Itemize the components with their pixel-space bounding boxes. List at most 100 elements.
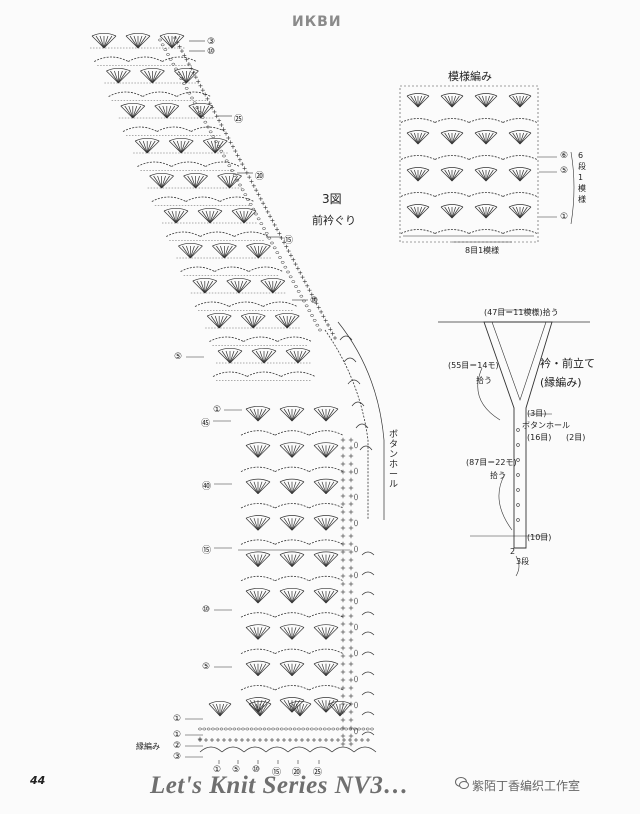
chain-stitch <box>211 727 215 731</box>
shell-motif <box>474 204 498 219</box>
shell-motif <box>440 167 464 182</box>
chain-arc <box>308 685 344 691</box>
collar-bottom-num: 2 <box>510 547 516 556</box>
chain-arc <box>309 746 333 753</box>
chain-stitch <box>292 727 297 731</box>
collar-mid-label-2: 拾う <box>490 471 506 480</box>
shell-motif <box>217 347 243 364</box>
collar-bottom-rows: 3段 <box>516 557 530 566</box>
chain-stitch <box>267 236 272 240</box>
collar-left-label-1: (55目＝14モ) <box>448 361 499 370</box>
chain-stitch <box>206 125 210 129</box>
chain-arc <box>214 266 249 272</box>
chain-arc <box>331 746 355 753</box>
chain-stitch <box>361 727 366 731</box>
chain-stitch <box>299 294 304 298</box>
shell-motif <box>313 478 339 495</box>
neck-curve <box>337 321 385 520</box>
chain-arc <box>176 91 211 97</box>
chain-arc <box>265 746 289 753</box>
chain-stitch <box>223 727 228 731</box>
pattern-row-mark: ⑤ <box>560 166 569 176</box>
chain-stitch <box>176 72 181 76</box>
chain-stitch <box>232 173 237 177</box>
chain-stitch <box>348 727 353 731</box>
chain-stitch <box>206 727 211 731</box>
chain-stitch <box>283 265 288 269</box>
chain-arc <box>308 575 344 582</box>
chain-arc <box>243 746 267 753</box>
chain-arc <box>190 126 226 132</box>
chain-stitch <box>315 323 320 327</box>
chain-stitch <box>219 727 224 731</box>
buttonhole-stitch <box>354 571 358 579</box>
chain-arc <box>200 231 235 237</box>
chain-arc <box>212 371 248 377</box>
collar-title-2: (縁編み) <box>540 376 582 389</box>
row-mark-left: ① <box>213 405 222 415</box>
chain-stitch <box>270 241 274 245</box>
chain-stitch <box>248 202 253 206</box>
chain-arc <box>128 56 163 62</box>
chain-arc <box>209 336 244 342</box>
shell-motif <box>313 587 339 604</box>
shell-motif <box>149 172 174 189</box>
chain-arc <box>274 466 310 472</box>
wechat-icon <box>455 776 469 790</box>
pattern-row-mark: ⑥ <box>560 151 569 161</box>
shell-motif <box>231 207 257 224</box>
chain-arc <box>468 192 504 197</box>
chain-stitch <box>331 727 336 731</box>
chain-arc <box>434 229 470 234</box>
chain-stitch <box>184 86 189 90</box>
row-mark-bottom: ① <box>213 765 222 775</box>
chain-stitch <box>352 727 357 731</box>
shell-motif <box>313 551 339 567</box>
shell-motif <box>197 207 223 224</box>
collar-title-1: 衿・前立て <box>540 357 595 370</box>
chain-arc <box>400 229 436 234</box>
chain-stitch <box>279 727 284 731</box>
collar-leader <box>498 473 513 531</box>
chain-stitch <box>271 727 275 731</box>
chain-stitch <box>168 57 173 61</box>
chain-stitch <box>275 251 280 255</box>
chain-stitch <box>304 304 309 308</box>
collar-inner <box>491 321 547 401</box>
picot <box>361 571 375 576</box>
picot <box>343 357 357 363</box>
picot <box>361 551 375 556</box>
shell-motif <box>174 67 199 84</box>
shell-motif <box>440 93 464 108</box>
chain-arc <box>185 196 220 202</box>
shell-motif <box>106 67 131 84</box>
chain-stitch <box>232 727 237 731</box>
chain-stitch <box>314 727 318 731</box>
chain-stitch <box>275 727 280 731</box>
chain-stitch <box>370 727 374 731</box>
chain-arc <box>274 648 310 654</box>
shell-motif <box>474 130 498 145</box>
row-mark-left: ① <box>173 714 182 724</box>
chain-stitch <box>249 727 254 731</box>
row-mark-left: ⑩ <box>202 605 211 615</box>
chain-stitch <box>235 178 240 182</box>
collar-buttonhole-dot <box>516 473 520 477</box>
chain-stitch <box>192 101 197 105</box>
pattern-rows-label: 6段1模様 <box>578 151 586 204</box>
chain-stitch <box>238 183 242 187</box>
chain-stitch <box>344 727 349 731</box>
picot <box>361 651 375 656</box>
chain-stitch <box>171 62 176 66</box>
chain-stitch <box>288 275 293 279</box>
chain-stitch <box>318 328 322 332</box>
pattern-row-mark: ① <box>560 212 569 222</box>
shell-motif <box>279 515 305 531</box>
chain-arc <box>400 118 436 123</box>
buttonhole-stitch <box>354 441 358 449</box>
shell-motif <box>328 700 352 717</box>
collar-leader <box>477 367 501 421</box>
chain-stitch <box>262 727 267 731</box>
collar-outline <box>483 321 553 549</box>
collar-buttonhole: ボタンホール <box>522 421 570 430</box>
